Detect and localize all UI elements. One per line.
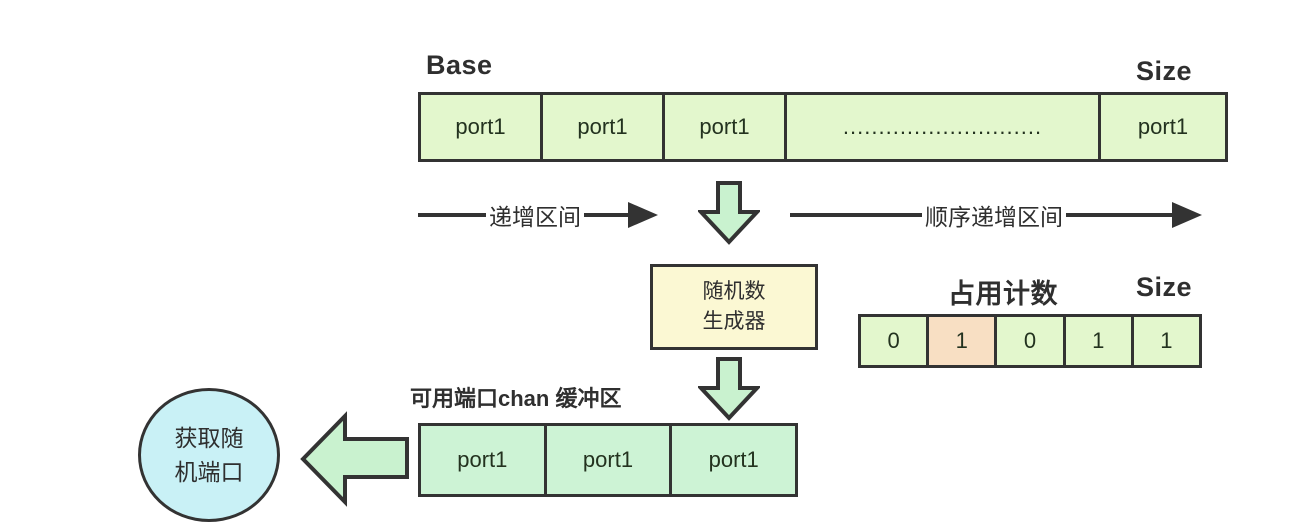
occupancy-cell: 0 xyxy=(997,317,1066,365)
down-arrow-icon xyxy=(698,357,760,421)
arrowhead-right-icon xyxy=(628,202,658,228)
random-generator-label-line2: 生成器 xyxy=(702,310,766,333)
base-label: Base xyxy=(426,50,493,80)
port-array-cell: port1 xyxy=(665,95,787,159)
increment-range-label: 递增区间 xyxy=(489,204,581,230)
port-array-cell: port1 xyxy=(543,95,665,159)
buffer-cell: port1 xyxy=(421,426,547,494)
buffer-cell: port1 xyxy=(546,426,673,494)
down-arrow-icon xyxy=(698,181,760,245)
random-generator-box: 随机数 生成器 xyxy=(650,264,818,350)
sequential-increment-range-arrow: 顺序递增区间 xyxy=(790,200,1202,230)
arrowhead-right-icon xyxy=(1172,202,1202,228)
occupancy-row: 0 1 0 1 1 xyxy=(858,314,1202,368)
port-buffer-row: port1 port1 port1 xyxy=(418,423,798,497)
port-array-cell: port1 xyxy=(1101,95,1225,159)
random-generator-label-line1: 随机数 xyxy=(702,279,766,303)
sequential-increment-range-label: 顺序递增区间 xyxy=(925,204,1063,230)
occupancy-cell: 0 xyxy=(861,317,930,365)
arrow-line xyxy=(418,213,486,217)
increment-range-arrow: 递增区间 xyxy=(418,200,658,230)
occupancy-cell: 1 xyxy=(1133,317,1200,365)
arrow-line xyxy=(790,213,922,217)
get-random-port-label-line2: 机端口 xyxy=(174,459,244,485)
port-buffer-title: 可用端口chan 缓冲区 xyxy=(410,386,622,411)
port-array-ellipsis-cell: ............................ xyxy=(787,95,1101,159)
arrow-line xyxy=(1066,213,1172,217)
get-random-port-circle: 获取随 机端口 xyxy=(138,388,280,522)
port-array-cell: port1 xyxy=(421,95,543,159)
size-label-top: Size xyxy=(1136,56,1193,86)
arrow-line xyxy=(584,213,628,217)
occupancy-cell-highlighted: 1 xyxy=(929,317,998,365)
get-random-port-label-line1: 获取随 xyxy=(174,424,244,451)
size-label-occupancy: Size xyxy=(1136,272,1193,302)
occupancy-cell: 1 xyxy=(1065,317,1134,365)
left-arrow-icon xyxy=(300,411,409,507)
port-array-row: port1 port1 port1 ......................… xyxy=(418,92,1228,162)
buffer-cell: port1 xyxy=(672,426,796,494)
occupancy-counter-title: 占用计数 xyxy=(948,279,1058,309)
